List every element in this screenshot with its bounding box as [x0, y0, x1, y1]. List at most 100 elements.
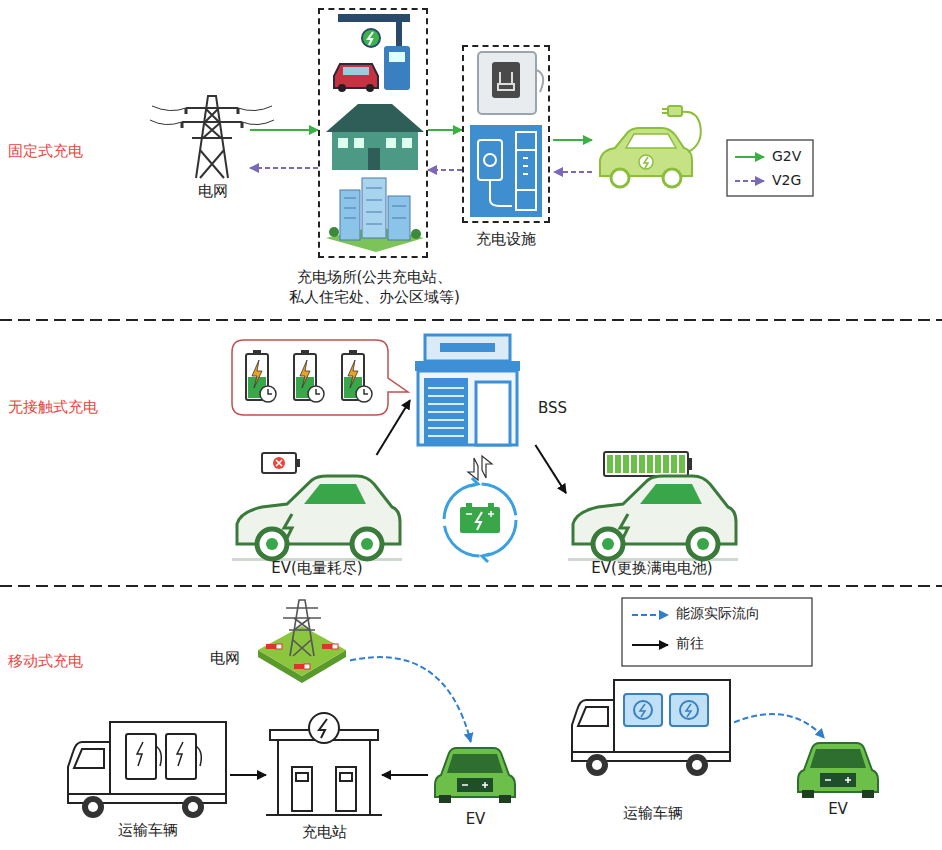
battery-bubble-part	[294, 350, 324, 402]
truck-batteries-part	[572, 680, 730, 776]
ev-empty-part	[262, 453, 296, 473]
connector-arrow	[535, 445, 566, 493]
charging-places-part	[368, 32, 373, 45]
charging-facility-part	[490, 180, 512, 206]
charging-facility-part	[492, 62, 520, 98]
battery-bubble-part	[246, 350, 276, 402]
charging-facility-part	[536, 70, 543, 92]
node-label: EV(更换满电电池)	[566, 559, 738, 579]
ev-empty-part	[273, 457, 285, 469]
section-label: 移动式充电	[8, 652, 83, 671]
battery-swap-cycle-part	[468, 456, 492, 480]
bss-building-part	[418, 371, 517, 445]
charging-places-part	[338, 138, 348, 148]
connector-arrow	[382, 774, 428, 776]
ev-plugged-part	[626, 134, 676, 148]
charging-places-part	[338, 14, 410, 22]
charging-station-part	[266, 814, 382, 816]
charging-facility-part	[484, 154, 496, 166]
ev-plugged-part	[662, 109, 668, 113]
truck-batteries	[572, 680, 730, 776]
truck-chargers	[68, 722, 226, 818]
truck-batteries-part	[624, 694, 662, 726]
grid-tile-part-part	[293, 618, 311, 656]
ev-plugged	[553, 106, 701, 187]
ev-node: EV(电量耗尽)	[232, 455, 402, 582]
charging-places-part	[332, 132, 418, 170]
legend-label: 能源实际流向	[676, 605, 760, 623]
charging-station-part	[292, 767, 312, 811]
charging-facility-part	[470, 125, 542, 217]
charging-facility-part	[478, 140, 502, 180]
bss-building-part	[476, 382, 510, 445]
node-label: BSS	[538, 399, 567, 419]
truck-batteries-part	[670, 694, 708, 726]
truck-batteries-part	[680, 701, 698, 719]
truck-batteries-part	[640, 704, 691, 717]
bss-building-part	[424, 378, 468, 445]
charging-places-part	[326, 104, 424, 132]
node-label: 运输车辆	[65, 821, 230, 841]
connector-arrow	[250, 167, 318, 169]
legend-samples-part	[727, 140, 813, 196]
charging-places-part	[338, 84, 346, 92]
grid-tower: 电网	[175, 90, 250, 204]
grid-tile-part	[304, 664, 310, 669]
legend-samples-part	[632, 614, 668, 616]
node-label: 充电站	[266, 823, 382, 843]
ev-front	[798, 743, 878, 798]
battery-bubble-part	[232, 340, 408, 415]
bss-node: BSS	[410, 333, 575, 445]
battery-swap-cycle-part	[444, 484, 516, 556]
power-tower-part	[150, 106, 274, 125]
connector-arrow	[377, 400, 411, 455]
charging-places-part	[354, 138, 364, 148]
node-label: 充电设施	[462, 230, 550, 250]
section-divider-part	[0, 585, 942, 587]
charging-facility	[470, 52, 543, 217]
ev-empty-part	[232, 476, 402, 561]
charging-places-part	[362, 29, 380, 47]
charging-facility-part	[523, 158, 528, 174]
charging-places-part	[368, 148, 380, 170]
ev-plugged-part	[644, 157, 648, 168]
section-divider	[0, 320, 942, 586]
charging-facility-part	[498, 72, 514, 90]
grid-tile-part	[294, 664, 304, 669]
grid-tile-part	[258, 626, 346, 676]
truck-chargers-part	[68, 722, 226, 818]
section-divider-part	[0, 319, 942, 321]
connector-arrow	[230, 774, 266, 776]
ev-plugged-part	[663, 169, 681, 187]
legend-samples-part	[632, 644, 668, 646]
connector-arrow	[428, 129, 462, 131]
connector-arrow	[350, 657, 471, 742]
charging-station-part	[340, 773, 352, 781]
ev-plugged-part	[668, 106, 682, 116]
charging-station-part	[309, 713, 339, 743]
grid-tower: 电网	[205, 595, 350, 710]
battery-swap-cycle-part	[466, 503, 472, 507]
truck-chargers-part	[156, 746, 201, 766]
truck-node: 运输车辆	[572, 678, 734, 826]
ev-full-part	[568, 476, 738, 561]
grid-tile	[258, 600, 346, 683]
ev-plugged-part	[611, 169, 629, 187]
station-node: 充电站	[266, 705, 382, 845]
bss-building-part	[428, 388, 464, 436]
battery-swap-cycle-part	[476, 512, 482, 530]
truck-chargers-part	[137, 742, 183, 766]
charging-station-part	[319, 719, 327, 738]
charging-places-part	[366, 84, 374, 92]
node-label: 电网	[210, 649, 240, 669]
legend-label: V2G	[772, 172, 801, 188]
power-tower-part	[182, 108, 242, 128]
battery-swap-cycle-part	[488, 503, 494, 507]
battery-bubble	[232, 340, 408, 415]
section-label: 固定式充电	[8, 142, 83, 161]
battery-swap-cycle-part	[460, 507, 500, 533]
ev-full-part	[688, 458, 692, 470]
charging-places-part	[344, 188, 406, 224]
